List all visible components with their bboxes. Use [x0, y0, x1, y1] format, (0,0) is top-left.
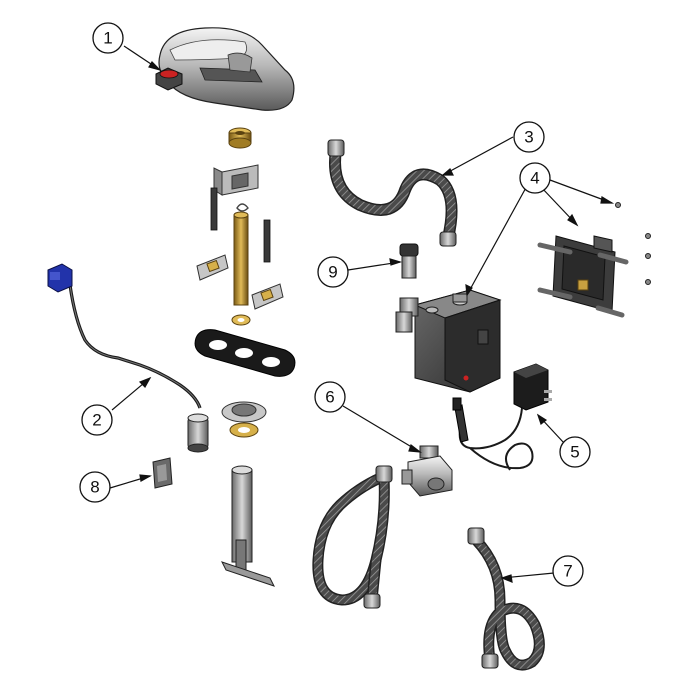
callout-1-label: 1: [103, 29, 112, 48]
faucet-body: [158, 27, 295, 111]
brass-nut-bottom: [231, 314, 251, 326]
callout-5: 5: [559, 436, 591, 468]
brass-nut-top: [228, 127, 252, 149]
callout-9-label: 9: [328, 263, 337, 282]
wall-plate: [152, 457, 173, 489]
lens-bushing: [221, 401, 267, 438]
sensor-cable: [68, 284, 202, 409]
callout-3-label: 3: [524, 128, 533, 147]
installation-tool: [221, 465, 275, 587]
callout-2-label: 2: [92, 411, 101, 430]
callout-1: 1: [92, 22, 124, 54]
brass-shank: [233, 211, 249, 306]
base-gasket: [194, 329, 296, 377]
check-valve: [399, 243, 419, 279]
callout-4-label: 4: [530, 169, 539, 188]
threaded-rod-left: [210, 187, 218, 231]
inlet-elbow: [395, 297, 419, 333]
control-box: [413, 289, 502, 393]
washer-bracket-right: [251, 283, 284, 310]
callout-7: 7: [552, 555, 584, 587]
mixing-valve: [401, 445, 453, 497]
mounting-frame: [537, 235, 629, 318]
mounting-screws: [615, 202, 651, 285]
callout-8: 8: [79, 471, 111, 503]
callout-6: 6: [314, 381, 346, 413]
callout-5-label: 5: [570, 443, 579, 462]
sensor-cap: [187, 413, 209, 453]
blue-connector: [47, 263, 73, 293]
callout-6-label: 6: [325, 388, 334, 407]
callout-4: 4: [519, 162, 551, 194]
flex-supply-hose: [327, 139, 458, 247]
callout-2: 2: [81, 404, 113, 436]
aerator-nut: [155, 67, 183, 91]
power-adapter: [513, 363, 552, 411]
callout-3: 3: [513, 121, 545, 153]
coiled-hose-right: [467, 527, 545, 671]
leader-lines: [109, 45, 615, 583]
callout-7-label: 7: [563, 562, 572, 581]
threaded-rod-right: [263, 219, 271, 263]
coiled-hose-left: [312, 465, 393, 609]
mounting-bracket: [213, 164, 259, 196]
washer-bracket-left: [196, 254, 229, 281]
callout-8-label: 8: [90, 478, 99, 497]
power-cord: [452, 397, 534, 471]
callout-9: 9: [317, 256, 349, 288]
spring-clip: [236, 203, 249, 212]
